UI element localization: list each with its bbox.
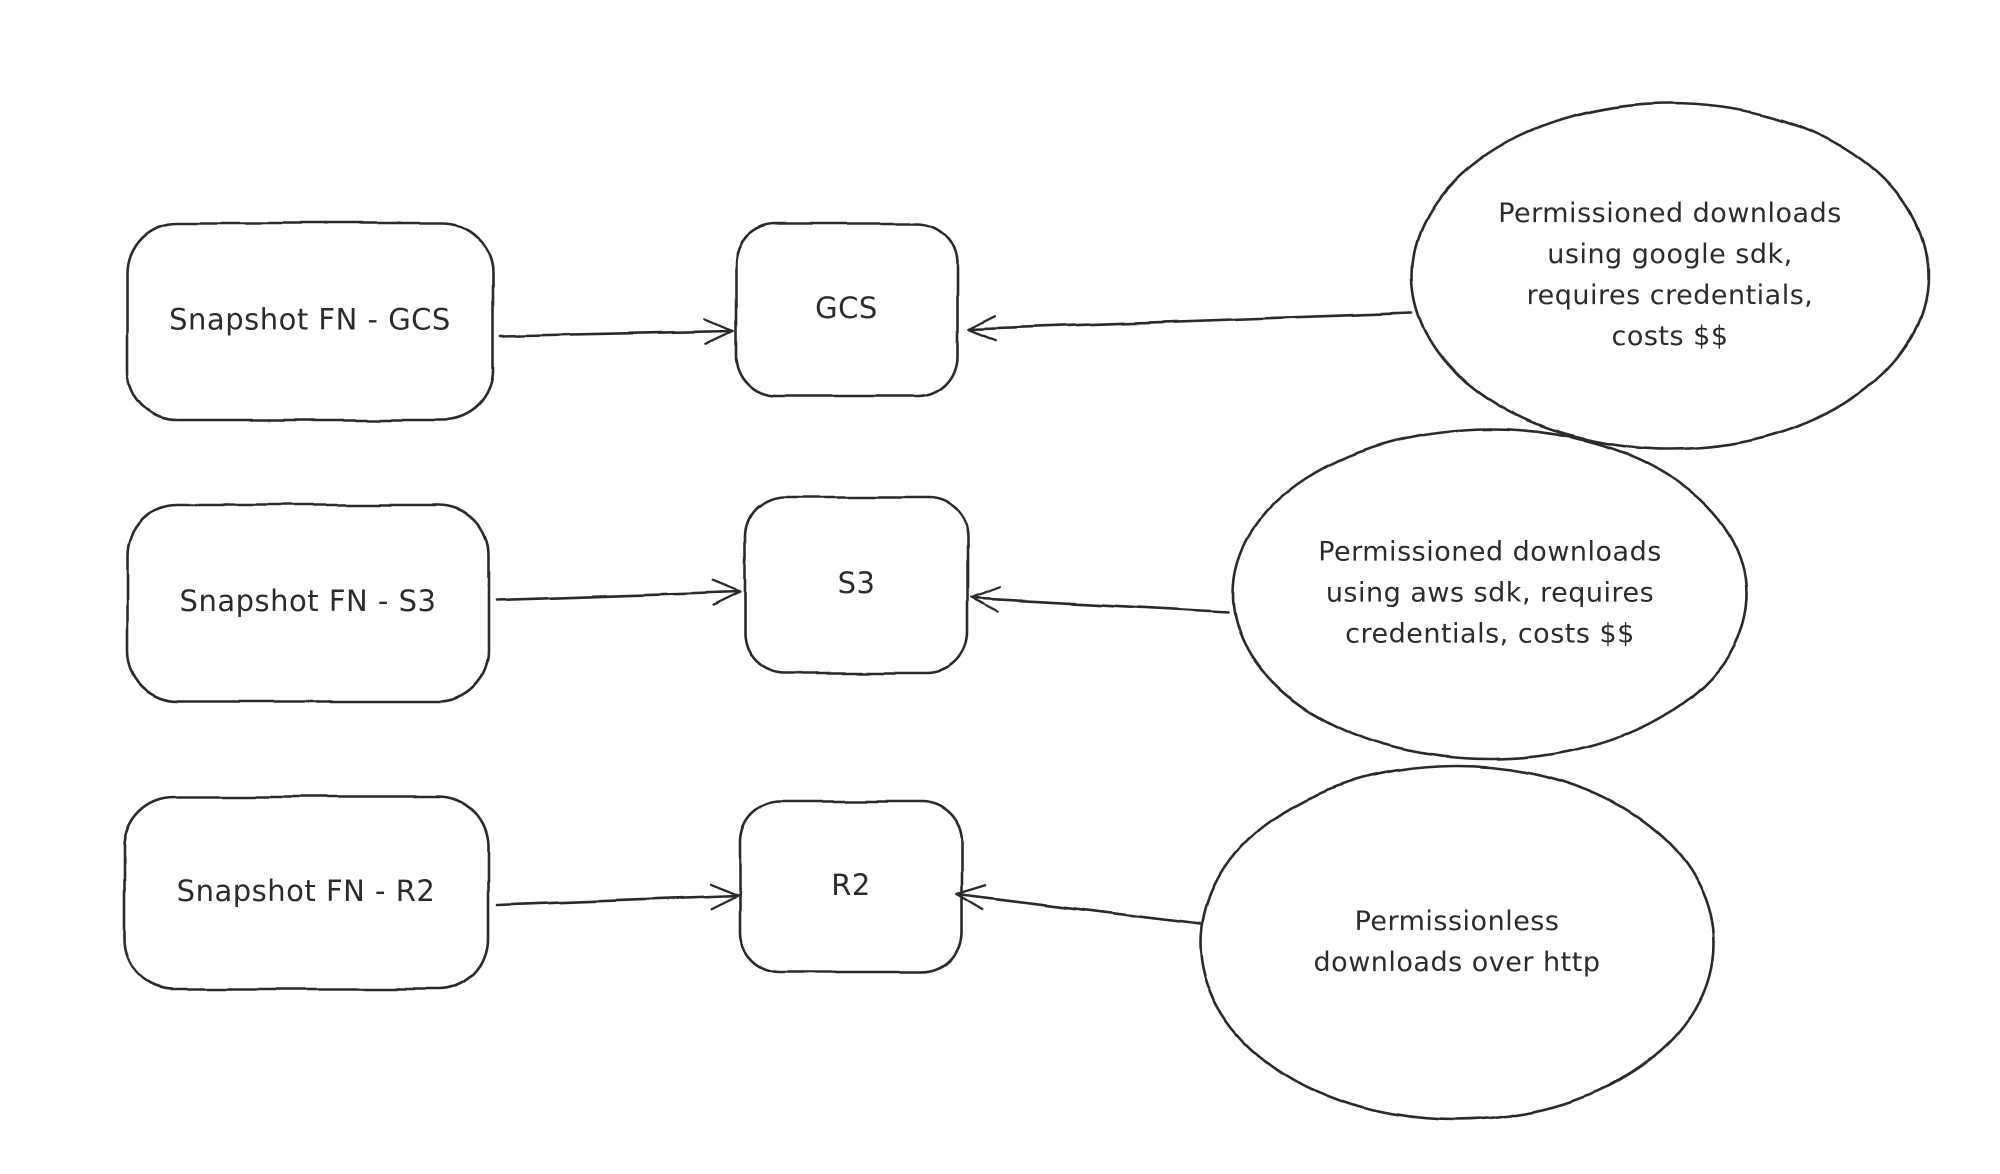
note-text-line-s3-0: Permissioned downloads: [1318, 537, 1662, 568]
arrow-source-to-target-gcs-head-0: [704, 318, 735, 333]
arrow-source-to-target-gcs[interactable]: [498, 318, 735, 345]
target-box-label-r2: R2: [831, 868, 871, 902]
arrow-source-to-target-r2[interactable]: [495, 883, 740, 911]
arrow-note-to-target-s3-shaft: [970, 596, 1230, 614]
arrow-note-to-target-gcs-shaft: [966, 311, 1414, 331]
note-text-line-gcs-0: Permissioned downloads: [1498, 198, 1842, 229]
arrow-source-to-target-s3-head-1: [711, 590, 742, 607]
arrow-source-to-target-r2-head-1: [709, 894, 740, 911]
note-ellipse-gcs[interactable]: [1410, 101, 1930, 451]
arrow-source-to-target-gcs-shaft: [498, 329, 735, 338]
arrow-source-to-target-r2-head-0: [709, 883, 740, 898]
arrow-source-to-target-s3[interactable]: [495, 579, 742, 607]
arrow-source-to-target-s3-head-0: [711, 579, 742, 594]
target-box-label-s3: S3: [838, 566, 876, 600]
arrow-note-to-target-s3-head-0: [970, 596, 1000, 613]
arrow-note-to-target-r2[interactable]: [955, 884, 1202, 926]
note-ellipse-s3[interactable]: [1231, 427, 1749, 761]
note-text-line-s3-2: credentials, costs $$: [1345, 619, 1635, 650]
arrow-note-to-target-r2-shaft: [955, 892, 1202, 926]
source-box-gcs[interactable]: [125, 221, 495, 422]
note-text-line-gcs-2: requires credentials,: [1527, 280, 1814, 311]
source-box-r2[interactable]: [122, 795, 490, 991]
source-box-s3[interactable]: [125, 503, 491, 703]
arrow-note-to-target-gcs[interactable]: [966, 311, 1414, 342]
note-text-line-gcs-3: costs $$: [1611, 321, 1728, 352]
target-box-gcs[interactable]: [734, 222, 959, 398]
note-text-line-gcs-1: using google sdk,: [1547, 239, 1792, 270]
arrow-source-to-target-s3-shaft: [495, 590, 742, 602]
target-box-label-gcs: GCS: [815, 291, 878, 325]
arrow-note-to-target-s3[interactable]: [970, 586, 1230, 614]
arrow-source-to-target-r2-shaft: [495, 894, 740, 907]
source-box-label-r2: Snapshot FN - R2: [177, 874, 436, 908]
note-ellipse-r2[interactable]: [1198, 764, 1716, 1122]
arrow-source-to-target-gcs-head-1: [704, 329, 735, 345]
arrow-note-to-target-r2-head-1: [955, 884, 987, 896]
arrow-note-to-target-s3-head-1: [970, 586, 1002, 600]
arrow-note-to-target-gcs-head-0: [966, 327, 997, 342]
arrow-note-to-target-gcs-head-1: [966, 314, 997, 331]
target-box-r2[interactable]: [738, 800, 964, 974]
arrow-note-to-target-r2-head-0: [955, 892, 984, 911]
note-text-line-r2-1: downloads over http: [1314, 947, 1601, 978]
note-text-line-r2-0: Permissionless: [1355, 906, 1560, 937]
source-box-label-s3: Snapshot FN - S3: [180, 584, 437, 618]
target-box-s3[interactable]: [743, 495, 970, 675]
note-text-line-s3-1: using aws sdk, requires: [1326, 578, 1654, 609]
source-box-label-gcs: Snapshot FN - GCS: [169, 303, 451, 337]
